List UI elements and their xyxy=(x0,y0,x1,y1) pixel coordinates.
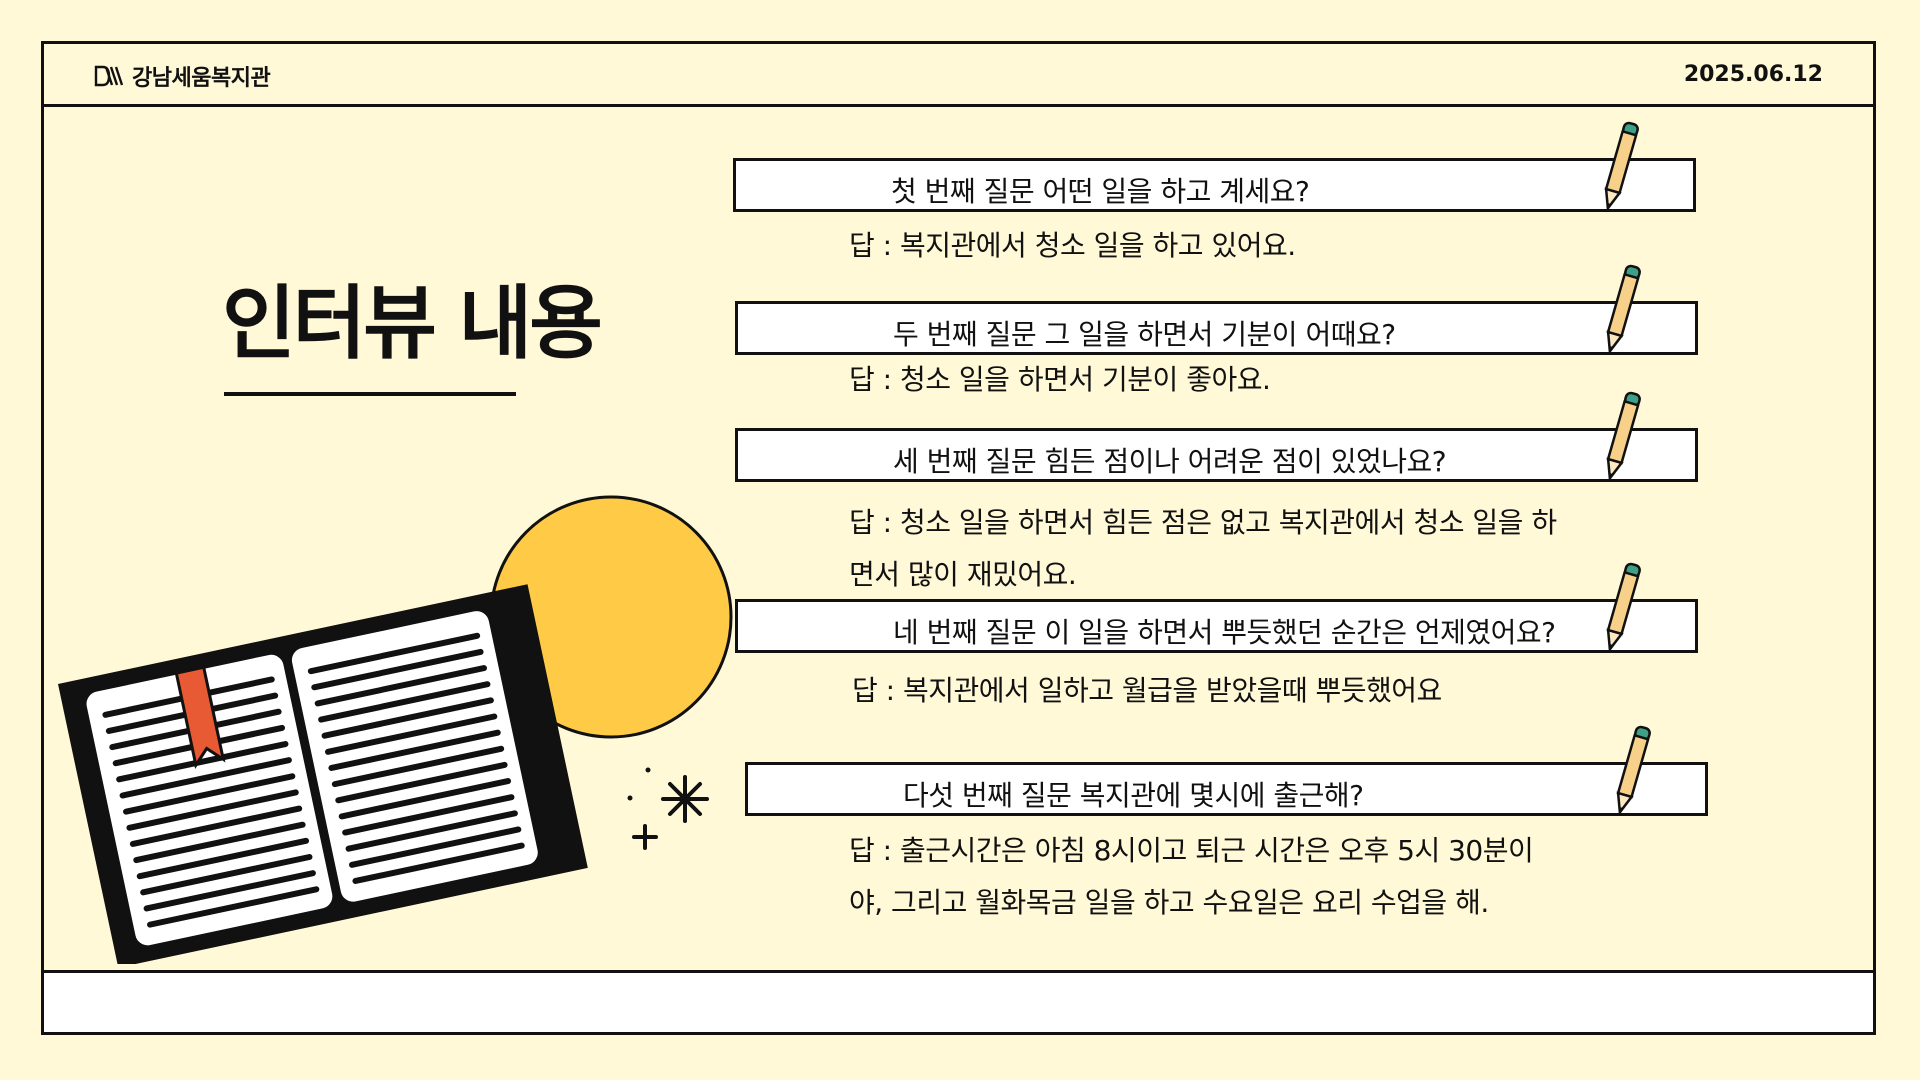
answer-text: 답 : 출근시간은 아침 8시이고 퇴근 시간은 오후 5시 30분이 xyxy=(849,834,1534,867)
date-label: 2025.06.12 xyxy=(1683,62,1823,87)
title-underline xyxy=(224,392,516,396)
answer-text: 답 : 청소 일을 하면서 기분이 좋아요. xyxy=(849,363,1271,396)
question-text: 두 번째 질문 그 일을 하면서 기분이 어때요? xyxy=(893,318,1396,351)
footer-bar xyxy=(44,970,1873,1032)
question-text: 네 번째 질문 이 일을 하면서 뿌듯했던 순간은 언제였어요? xyxy=(893,616,1556,649)
pencil-icon xyxy=(1598,388,1646,484)
answer-text: 야, 그리고 월화목금 일을 하고 수요일은 요리 수업을 해. xyxy=(849,886,1489,919)
pencil-icon xyxy=(1596,118,1644,214)
question-box: 두 번째 질문 그 일을 하면서 기분이 어때요? xyxy=(735,301,1698,355)
bookmark xyxy=(174,665,226,769)
org-name: 강남세움복지관 xyxy=(132,66,271,91)
question-box: 네 번째 질문 이 일을 하면서 뿌듯했던 순간은 언제였어요? xyxy=(735,599,1698,653)
question-box: 세 번째 질문 힘든 점이나 어려운 점이 있었나요? xyxy=(735,428,1698,482)
pencil-icon xyxy=(1598,559,1646,655)
open-book-icon xyxy=(58,584,588,964)
question-box: 다섯 번째 질문 복지관에 몇시에 출근해? xyxy=(745,762,1708,816)
page-title: 인터뷰 내용 xyxy=(222,277,603,370)
answer-text: 답 : 복지관에서 일하고 월급을 받았을때 뿌듯했어요 xyxy=(852,674,1442,707)
question-text: 세 번째 질문 힘든 점이나 어려운 점이 있었나요? xyxy=(893,445,1447,478)
pencil-icon xyxy=(1608,722,1656,818)
answer-text: 답 : 복지관에서 청소 일을 하고 있어요. xyxy=(849,229,1296,262)
answer-text: 면서 많이 재밌어요. xyxy=(849,558,1077,591)
answer-text: 답 : 청소 일을 하면서 힘든 점은 없고 복지관에서 청소 일을 하 xyxy=(849,506,1557,539)
logo-mark-icon xyxy=(94,65,124,87)
question-box: 첫 번째 질문 어떤 일을 하고 계세요? xyxy=(733,158,1696,212)
question-text: 첫 번째 질문 어떤 일을 하고 계세요? xyxy=(891,175,1310,208)
header-bar: 강남세움복지관 2025.06.12 xyxy=(44,44,1873,107)
pencil-icon xyxy=(1598,261,1646,357)
book-illustration xyxy=(58,495,733,964)
sparkle-icon xyxy=(632,775,709,850)
slide-frame: 강남세움복지관 2025.06.12 인터뷰 내용 첫 번째 질문 어떤 일을 … xyxy=(41,41,1876,1035)
question-text: 다섯 번째 질문 복지관에 몇시에 출근해? xyxy=(903,779,1364,812)
logo: 강남세움복지관 xyxy=(94,60,271,92)
